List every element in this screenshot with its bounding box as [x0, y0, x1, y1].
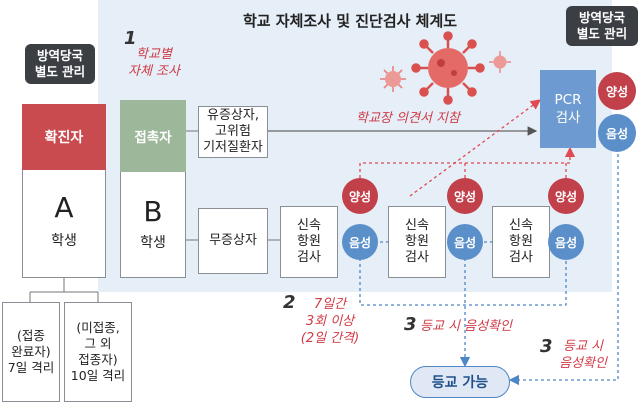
- step-3a-text: 등교 시 음성확인: [420, 319, 512, 334]
- symptomatic-box: 유증상자, 고위험 기저질환자: [198, 106, 268, 158]
- group-a-word: 학생: [51, 233, 77, 249]
- group-b-letter: B: [143, 195, 163, 228]
- principal-note: 학교장 의견서 지참: [356, 111, 460, 126]
- rapid-test-2: 신속 항원 검사: [388, 206, 446, 278]
- vaccinated-quarantine: (접종 완료자) 7일 격리: [2, 302, 60, 402]
- pcr-negative-circle: 음성: [598, 114, 636, 152]
- unvaccinated-quarantine: (미접종, 그 외 접종자) 10일 격리: [64, 302, 132, 402]
- negative-circle-3: 음성: [548, 224, 584, 260]
- asymptomatic-box: 무증상자: [198, 208, 268, 274]
- rapid-test-3: 신속 항원 검사: [492, 206, 550, 278]
- step-2-number: 2: [283, 292, 296, 313]
- step-1-number: 1: [124, 28, 137, 49]
- virus-icon: [408, 28, 488, 108]
- negative-circle-1: 음성: [342, 224, 378, 260]
- step-3b-number: 3: [540, 336, 553, 357]
- step-2-text: 7일간 3회 이상 (2일 간격): [300, 297, 360, 346]
- negative-circle-2: 음성: [447, 224, 483, 260]
- rapid-test-1: 신속 항원 검사: [280, 206, 338, 278]
- step-3a-number: 3: [404, 314, 417, 335]
- group-a-letter: A: [54, 191, 74, 224]
- authority-tag-left: 방역당국 별도 관리: [25, 44, 95, 84]
- pcr-positive-circle: 양성: [598, 72, 636, 110]
- confirmed-label: 확진자: [22, 104, 106, 170]
- diagram-title: 학교 자체조사 및 진단검사 체계도: [242, 12, 458, 30]
- step-1-text: 학교별 자체 조사: [128, 47, 180, 79]
- virus-icon: [488, 50, 512, 74]
- group-b-word: 학생: [140, 235, 166, 251]
- positive-circle-1: 양성: [342, 178, 378, 214]
- virus-icon: [378, 64, 408, 94]
- step-3b-text: 등교 시 음성확인: [559, 339, 607, 371]
- school-attendance-ok: 등교 가능: [410, 366, 510, 398]
- positive-circle-2: 양성: [447, 178, 483, 214]
- authority-tag-right: 방역당국 별도 관리: [566, 6, 638, 46]
- contact-label: 접촉자: [120, 100, 186, 172]
- pcr-box: PCR 검사: [540, 70, 596, 148]
- positive-circle-3: 양성: [548, 178, 584, 214]
